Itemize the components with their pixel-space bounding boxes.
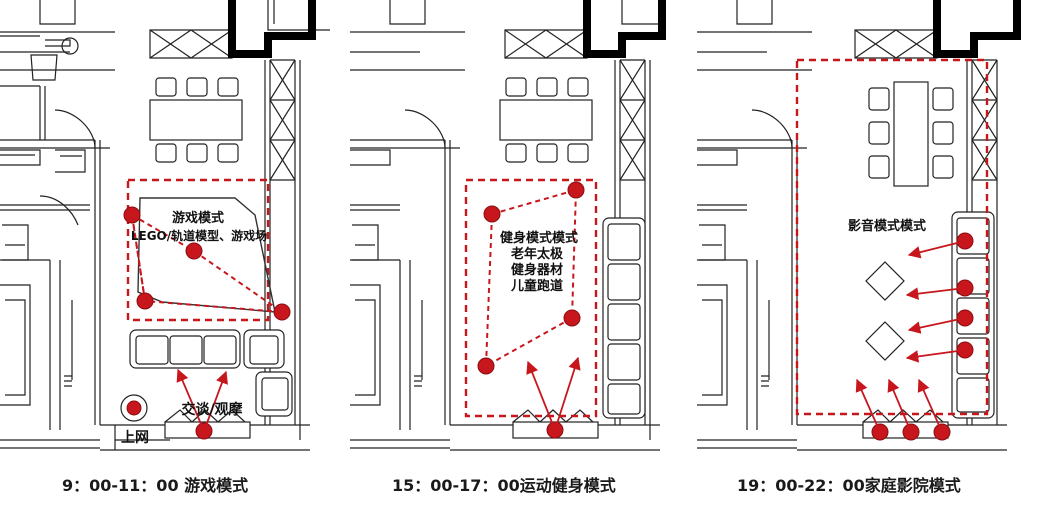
label-fitness-mode: 健身模式模式 bbox=[500, 230, 578, 246]
movement-links bbox=[484, 188, 578, 368]
sofa-set bbox=[512, 217, 646, 439]
view-arrows bbox=[176, 368, 228, 432]
sofa-set bbox=[129, 329, 293, 439]
plan-walls bbox=[0, 0, 330, 451]
caption-fitness-mode: 15：00-17：00运动健身模式 bbox=[392, 476, 616, 495]
dining-set bbox=[499, 77, 593, 163]
label-internet: 上网 bbox=[121, 430, 149, 446]
panel-cinema-mode: 影音模式模式 bbox=[697, 0, 1021, 451]
caption-cinema-mode: 19：00-22：00家庭影院模式 bbox=[737, 476, 961, 495]
panel-fitness-mode: 健身模式模式 老年太极 健身器材 儿童跑道 bbox=[350, 0, 666, 451]
screen-diamonds bbox=[865, 261, 905, 361]
view-arrows bbox=[855, 240, 966, 433]
label-game-mode: 游戏模式 bbox=[172, 210, 224, 226]
movement-links bbox=[130, 213, 286, 314]
label-lego-track: LEGO/轨道模型、游戏场 bbox=[131, 228, 267, 243]
caption-game-mode: 9：00-11：00 游戏模式 bbox=[62, 476, 249, 495]
label-cinema-mode: 影音模式模式 bbox=[848, 218, 926, 234]
dining-set bbox=[868, 81, 954, 187]
view-arrows bbox=[526, 356, 581, 431]
label-kids-track: 儿童跑道 bbox=[510, 278, 563, 294]
label-equipment: 健身器材 bbox=[511, 262, 563, 278]
panel-game-mode: 游戏模式 LEGO/轨道模型、游戏场 交谈/观摩 上网 bbox=[0, 0, 330, 451]
dining-set bbox=[149, 77, 243, 163]
activity-points bbox=[477, 181, 585, 439]
label-taichi: 老年太极 bbox=[510, 246, 564, 262]
label-talk-watch: 交谈/观摩 bbox=[181, 401, 243, 418]
